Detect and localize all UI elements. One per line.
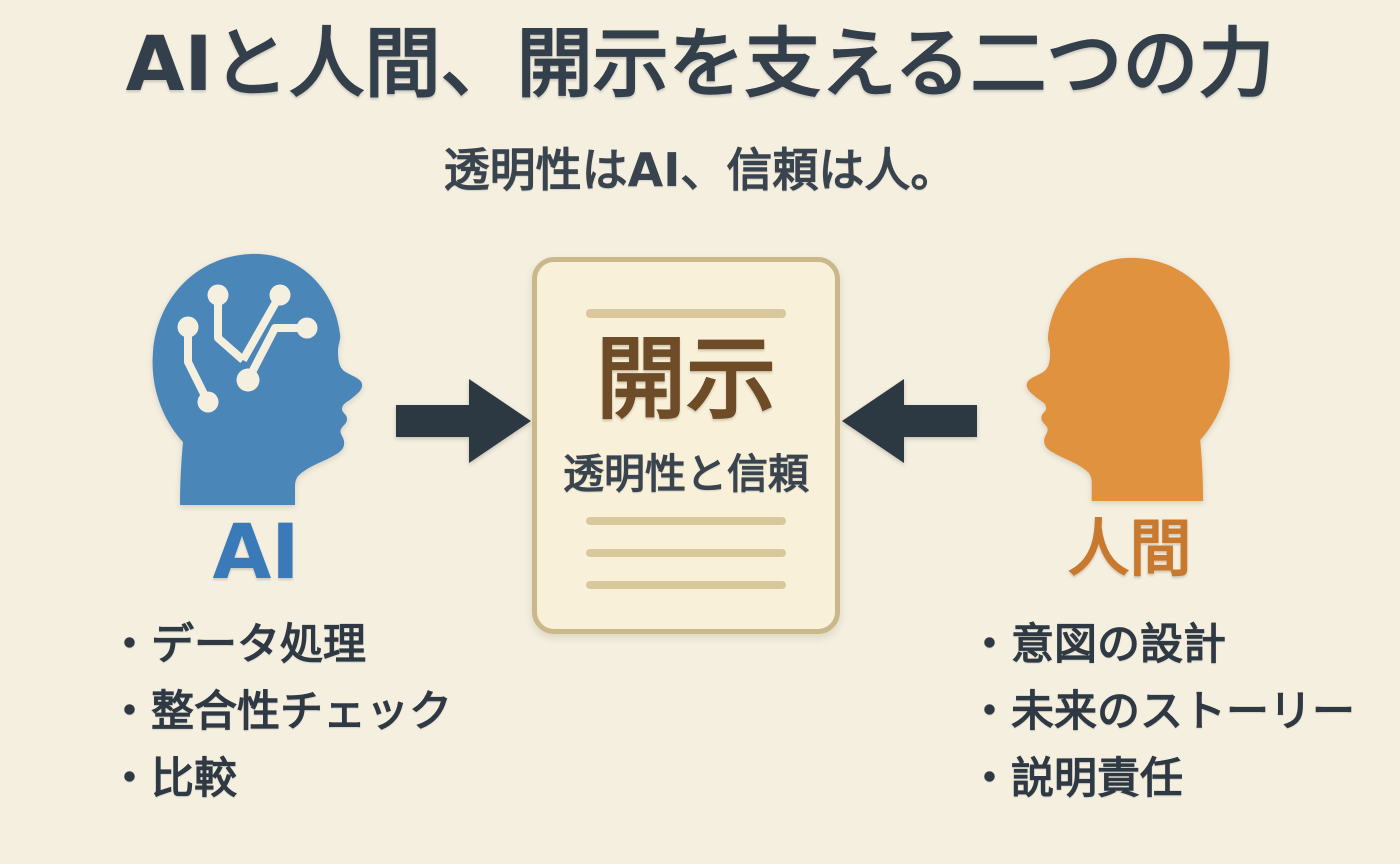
page-subtitle: 透明性はAI、信頼は人。 (443, 143, 957, 197)
arrow-left-icon (842, 379, 977, 463)
document-line (586, 549, 786, 557)
document-line (586, 581, 786, 589)
list-item: ・意図の設計 (968, 620, 1226, 670)
card-subheading: 透明性と信頼 (563, 450, 809, 498)
human-label: 人間 (1067, 512, 1192, 585)
ai-head-icon (152, 253, 363, 505)
page-title: AIと人間、開示を支える二つの力 (125, 19, 1275, 108)
list-item: ・説明責任 (968, 754, 1183, 804)
list-item: ・比較 (108, 754, 237, 804)
ai-capabilities-list: ・データ処理 ・整合性チェック ・比較 (108, 612, 452, 813)
ai-label: AI (212, 507, 300, 596)
list-item: ・整合性チェック (108, 687, 452, 737)
document-line (586, 309, 786, 318)
human-capabilities-list: ・意図の設計 ・未来のストーリー ・説明責任 (968, 612, 1355, 813)
list-item: ・データ処理 (108, 620, 366, 670)
document-line (586, 517, 786, 525)
arrow-right-icon (396, 379, 531, 463)
human-head-icon (1026, 257, 1230, 502)
card-heading: 開示 (596, 327, 776, 432)
disclosure-document-card: 開示 透明性と信頼 (532, 257, 840, 634)
circuit-brain-icon (177, 284, 318, 413)
list-item: ・未来のストーリー (968, 687, 1355, 737)
